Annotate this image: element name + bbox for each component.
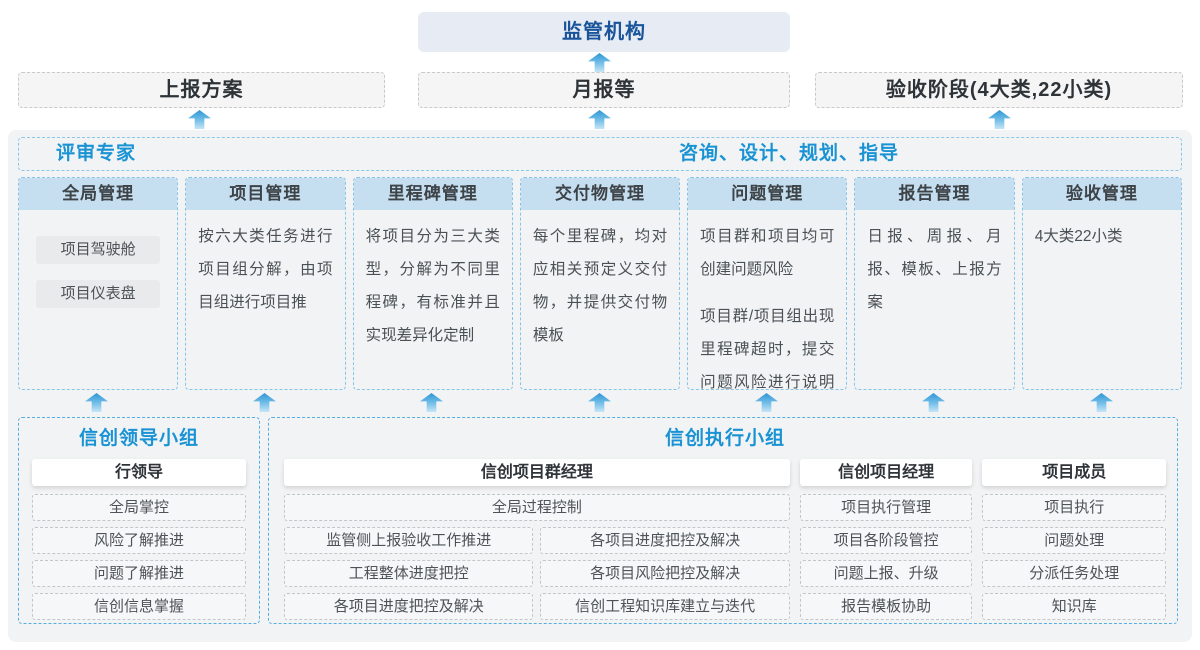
arrow-up-icon	[188, 110, 211, 129]
feature-chip: 项目仪表盘	[36, 280, 161, 308]
module-body: 日报、周报、月报、模板、上报方案	[855, 210, 1013, 329]
arrow-up-icon	[588, 110, 611, 129]
module-title: 交付物管理	[520, 178, 680, 210]
output-box-acceptance-stage: 验收阶段(4大类,22小类)	[815, 72, 1183, 108]
expert-bar-consult-label: 咨询、设计、规划、指导	[679, 143, 900, 164]
module-title: 验收管理	[1022, 178, 1181, 210]
arrow-up-icon	[988, 110, 1011, 129]
module-body: 按六大类任务进行项目组分解，由项目组进行项目推	[186, 210, 344, 329]
exec-group-box: 信创执行小组 信创项目群经理 全局过程控制 监管侧上报验收工作推进 各项目进度把…	[268, 417, 1178, 624]
module-title: 全局管理	[19, 178, 178, 210]
leader-group-title: 信创领导小组	[78, 428, 199, 449]
module-project-management: 项目管理 按六大类任务进行项目组分解，由项目组进行项目推	[185, 177, 346, 390]
project-member-column: 项目成员 项目执行 问题处理 分派任务处理 知识库	[982, 459, 1166, 620]
duty-item: 全局过程控制	[284, 494, 790, 521]
module-description: 项目群和项目均可创建问题风险	[700, 228, 835, 278]
duty-item: 各项目进度把控及解决	[540, 527, 790, 554]
exec-group-title: 信创执行小组	[664, 428, 785, 449]
expert-bar-review-label: 评审专家	[56, 143, 137, 164]
duty-item: 信创信息掌握	[32, 593, 246, 620]
module-columns: 全局管理 项目驾驶舱 项目仪表盘 项目管理 按六大类任务进行项目组分解，由项目组…	[18, 177, 1182, 390]
duty-item: 信创工程知识库建立与迭代	[540, 593, 790, 620]
duty-item: 全局掌控	[32, 494, 246, 521]
module-body: 项目驾驶舱 项目仪表盘	[19, 210, 177, 318]
module-body: 每个里程碑，均对应相关预定义交付物，并提供交付物模板	[521, 210, 679, 362]
module-description: 4大类22小类	[1034, 228, 1123, 245]
exec-columns: 信创项目群经理 全局过程控制 监管侧上报验收工作推进 各项目进度把控及解决 工程…	[284, 459, 1166, 620]
module-title: 报告管理	[855, 178, 1014, 210]
duty-item: 问题上报、升级	[799, 560, 973, 587]
program-manager-column: 信创项目群经理 全局过程控制 监管侧上报验收工作推进 各项目进度把控及解决 工程…	[284, 459, 790, 620]
arrow-up-icon	[588, 53, 611, 72]
output-box-report-plan: 上报方案	[18, 72, 385, 108]
module-title: 里程碑管理	[353, 178, 512, 210]
module-report-management: 报告管理 日报、周报、月报、模板、上报方案	[854, 177, 1015, 390]
duty-item: 项目各阶段管控	[799, 527, 973, 554]
module-global-management: 全局管理 项目驾驶舱 项目仪表盘	[18, 177, 179, 390]
duty-item: 报告模板协助	[799, 593, 973, 620]
module-title: 问题管理	[688, 178, 847, 210]
role-header-program-manager: 信创项目群经理	[284, 459, 790, 486]
program-manager-duty-grid: 监管侧上报验收工作推进 各项目进度把控及解决 工程整体进度把控 各项目风险把控及…	[284, 527, 790, 620]
duty-item: 问题了解推进	[32, 560, 246, 587]
duty-item: 项目执行管理	[799, 494, 973, 521]
duty-item: 监管侧上报验收工作推进	[284, 527, 534, 554]
duty-item: 问题处理	[982, 527, 1166, 554]
duty-item: 各项目风险把控及解决	[540, 560, 790, 587]
module-body: 项目群和项目均可创建问题风险 项目群/项目组出现里程碑超时，提交问题风险进行说明…	[688, 210, 846, 390]
role-header-project-manager: 信创项目经理	[799, 459, 973, 486]
module-description: 每个里程碑，均对应相关预定义交付物，并提供交付物模板	[532, 228, 668, 344]
module-body: 将项目分为三大类型，分解为不同里程碑，有标准并且实现差异化定制	[354, 210, 512, 362]
output-box-monthly-report: 月报等	[418, 72, 790, 108]
module-milestone-management: 里程碑管理 将项目分为三大类型，分解为不同里程碑，有标准并且实现差异化定制	[352, 177, 513, 390]
module-title: 项目管理	[186, 178, 345, 210]
regulator-box: 监管机构	[418, 12, 790, 52]
project-manager-column: 信创项目经理 项目执行管理 项目各阶段管控 问题上报、升级 报告模板协助	[799, 459, 973, 620]
platform-container	[8, 130, 1192, 642]
duty-item: 分派任务处理	[982, 560, 1166, 587]
module-description: 按六大类任务进行项目组分解，由项目组进行项目推	[198, 228, 333, 311]
module-acceptance-management: 验收管理 4大类22小类	[1021, 177, 1182, 390]
module-description: 项目群/项目组出现里程碑超时，提交问题风险进行说明和解决	[700, 308, 835, 390]
feature-chip: 项目驾驶舱	[36, 236, 161, 264]
duty-item: 项目执行	[982, 494, 1166, 521]
expert-bar: 评审专家 咨询、设计、规划、指导	[18, 137, 1182, 171]
module-body: 4大类22小类	[1023, 210, 1181, 263]
module-deliverable-management: 交付物管理 每个里程碑，均对应相关预定义交付物，并提供交付物模板	[519, 177, 681, 390]
duty-item: 各项目进度把控及解决	[284, 593, 534, 620]
leader-group-box: 信创领导小组 行领导 全局掌控 风险了解推进 问题了解推进 信创信息掌握	[18, 417, 260, 624]
duty-item: 工程整体进度把控	[284, 560, 534, 587]
module-description: 日报、周报、月报、模板、上报方案	[867, 228, 1002, 311]
role-header-project-member: 项目成员	[982, 459, 1166, 486]
duty-item: 风险了解推进	[32, 527, 246, 554]
role-header-bank-leader: 行领导	[32, 459, 246, 486]
module-issue-management: 问题管理 项目群和项目均可创建问题风险 项目群/项目组出现里程碑超时，提交问题风…	[687, 177, 848, 390]
module-description: 将项目分为三大类型，分解为不同里程碑，有标准并且实现差异化定制	[365, 228, 500, 344]
duty-item: 知识库	[982, 593, 1166, 620]
